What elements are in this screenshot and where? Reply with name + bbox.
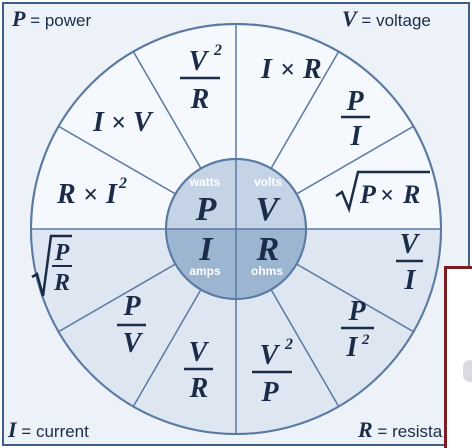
formula-p-over-i: P I [341, 86, 370, 152]
svg-text:P: P [347, 296, 366, 327]
legend-power-text: = power [30, 11, 92, 30]
resistance-symbol: R [256, 231, 280, 268]
legend-resistance-text: = resista [377, 422, 443, 441]
svg-text:2: 2 [284, 336, 293, 353]
legend-current: I = current [8, 417, 89, 443]
formula-p-over-i-squared: P I 2 [341, 296, 374, 363]
ohms-label: ohms [251, 264, 283, 278]
svg-text:R: R [53, 270, 70, 296]
svg-text:V: V [189, 46, 210, 77]
formula-sqrt-p-times-r: P × R [335, 170, 430, 214]
formula-v-over-r: V R [184, 337, 213, 404]
svg-text:×: × [380, 183, 394, 209]
svg-text:P: P [359, 180, 377, 209]
svg-text:V: V [260, 340, 281, 371]
formula-p-over-v: P V [117, 291, 146, 359]
amps-label: amps [189, 264, 221, 278]
svg-text:I: I [105, 179, 118, 210]
legend-voltage-text: = voltage [361, 11, 431, 30]
svg-text:×: × [111, 108, 126, 137]
formula-v-over-i: V I [396, 229, 423, 296]
svg-text:I: I [346, 332, 359, 363]
svg-text:×: × [280, 55, 295, 84]
formula-v-squared-over-p: V 2 P [252, 336, 293, 408]
svg-text:R: R [302, 54, 322, 85]
svg-text:2: 2 [213, 42, 222, 59]
inner-hub [165, 158, 307, 300]
svg-text:P: P [122, 291, 141, 322]
volts-label: volts [254, 175, 282, 189]
svg-text:V: V [189, 337, 210, 368]
legend-power-symbol: P [12, 6, 26, 31]
current-symbol: I [198, 231, 214, 268]
svg-text:I: I [92, 107, 105, 138]
svg-text:I: I [260, 54, 273, 85]
legend-voltage: V = voltage [342, 6, 431, 32]
legend-resistance: R = resista [358, 417, 442, 443]
svg-text:R: R [56, 179, 76, 210]
overlay-popup-edge[interactable] [444, 266, 472, 448]
formula-v-squared-over-r: V 2 R [180, 42, 222, 115]
svg-text:I: I [350, 121, 363, 152]
power-symbol: P [195, 191, 217, 228]
svg-text:I: I [404, 265, 417, 296]
svg-text:P: P [345, 86, 364, 117]
legend-resistance-symbol: R [358, 417, 373, 442]
svg-text:2: 2 [118, 175, 127, 192]
svg-text:V: V [123, 328, 144, 359]
svg-text:P: P [260, 377, 279, 408]
svg-text:R: R [402, 180, 420, 209]
legend-voltage-symbol: V [342, 6, 357, 31]
svg-text:2: 2 [361, 332, 370, 348]
formula-sqrt-p-over-r: P R [31, 234, 72, 297]
svg-text:P: P [54, 240, 70, 266]
legend-current-text: = current [21, 422, 89, 441]
voltage-symbol: V [256, 191, 281, 228]
svg-text:V: V [400, 229, 421, 260]
popup-icon [463, 360, 472, 382]
formula-i-times-v: I × V [92, 107, 154, 138]
svg-text:R: R [189, 373, 209, 404]
svg-text:R: R [190, 84, 210, 115]
legend-power: P = power [12, 6, 91, 32]
legend-current-symbol: I [8, 417, 17, 442]
svg-text:×: × [83, 180, 98, 209]
svg-text:V: V [133, 107, 154, 138]
watts-label: watts [189, 175, 221, 189]
formula-r-times-i-squared: R × I 2 [56, 175, 127, 210]
formula-i-times-r: I × R [260, 54, 322, 85]
